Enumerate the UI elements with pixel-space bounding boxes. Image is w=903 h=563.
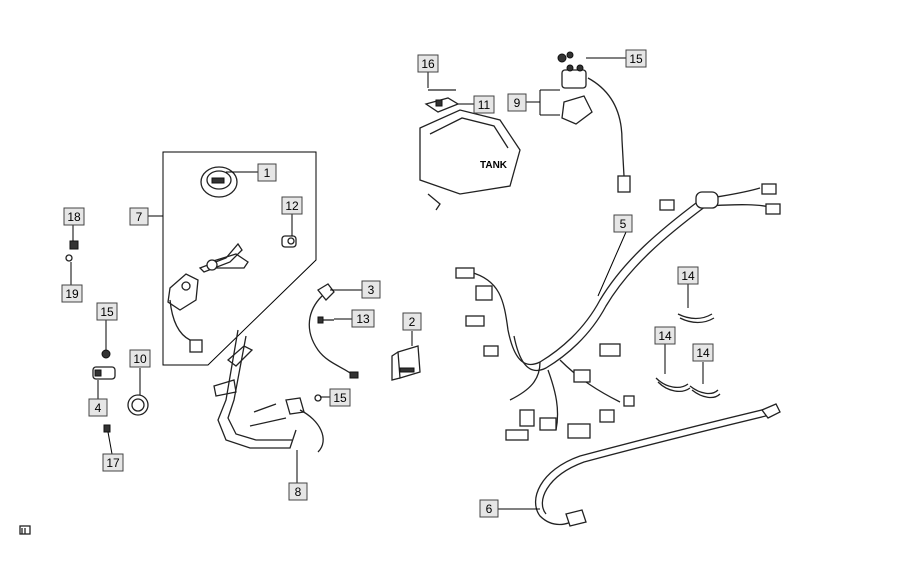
svg-text:15: 15 (333, 391, 347, 405)
part-17-bolt (103, 424, 111, 433)
callout-1: 1 (257, 163, 277, 182)
part-10-horn (127, 394, 149, 416)
part-18-bolt (69, 240, 79, 250)
svg-text:5: 5 (620, 217, 627, 231)
svg-text:19: 19 (65, 287, 79, 301)
callout-11: 11 (473, 95, 495, 114)
svg-text:14: 14 (696, 346, 710, 360)
part-9-starter-relay (561, 64, 631, 193)
callout-18: 18 (63, 207, 85, 226)
callout-5: 5 (613, 214, 633, 233)
callout-15-middle: 15 (329, 388, 351, 407)
callout-13: 13 (351, 309, 375, 328)
part-15-nut-middle (314, 394, 322, 402)
svg-text:7: 7 (136, 210, 143, 224)
part-1-ignition-plate (200, 166, 238, 198)
part-15-nut-left (101, 349, 111, 359)
svg-text:14: 14 (658, 329, 672, 343)
part-6-battery-cable (535, 403, 781, 527)
callout-2: 2 (402, 312, 422, 331)
part-11-sender (424, 97, 460, 113)
callout-19: 19 (61, 284, 83, 303)
ignition-switch (167, 273, 203, 353)
fuel-tank (419, 109, 521, 211)
callout-16: 16 (417, 54, 439, 73)
callout-6: 6 (479, 499, 499, 518)
svg-text:15: 15 (100, 305, 114, 319)
part-14-clamp-lower-left (655, 377, 691, 393)
callout-8: 8 (288, 482, 308, 501)
svg-text:8: 8 (295, 485, 302, 499)
svg-text:1: 1 (264, 166, 271, 180)
part-13-screw (317, 316, 334, 324)
part-2-relay-box (391, 345, 421, 381)
callout-12: 12 (281, 196, 303, 215)
part-8-bracket-harness (213, 329, 324, 453)
svg-text:4: 4 (95, 401, 102, 415)
svg-text:6: 6 (486, 502, 493, 516)
callout-15-top: 15 (625, 49, 647, 68)
svg-text:12: 12 (285, 199, 299, 213)
svg-text:2: 2 (409, 315, 416, 329)
group-7-outline (162, 151, 317, 366)
callout-3: 3 (361, 280, 381, 299)
part-14-clamp-lower-right (689, 385, 721, 399)
leader-lines (70, 57, 704, 510)
part-15-nut-top (557, 51, 574, 63)
part-5-main-harness (455, 183, 781, 441)
svg-text:14: 14 (681, 269, 695, 283)
svg-text:16: 16 (421, 57, 435, 71)
tank-label: TANK (480, 160, 508, 171)
part-4-connector (92, 366, 116, 380)
callout-7: 7 (129, 207, 149, 226)
corner-mark (19, 525, 31, 535)
svg-text:13: 13 (356, 312, 370, 326)
part-12-lock-cylinder (281, 235, 297, 248)
callout-9: 9 (507, 93, 527, 112)
part-19-nut (65, 254, 73, 262)
callout-14-upper: 14 (677, 266, 699, 285)
part-14-clamp-upper (677, 313, 715, 324)
keys (198, 242, 249, 273)
svg-text:3: 3 (368, 283, 375, 297)
callout-14-lower-left: 14 (654, 326, 676, 345)
svg-text:9: 9 (514, 96, 521, 110)
callout-14-lower-right: 14 (692, 343, 714, 362)
callout-10: 10 (129, 349, 151, 368)
callout-17: 17 (102, 453, 124, 472)
svg-text:17: 17 (106, 456, 120, 470)
callout-15-left: 15 (96, 302, 118, 321)
part-3-sensor (308, 283, 359, 379)
callout-4: 4 (88, 398, 108, 417)
svg-text:11: 11 (478, 98, 491, 112)
svg-text:15: 15 (629, 52, 643, 66)
svg-text:10: 10 (133, 352, 147, 366)
svg-text:18: 18 (67, 210, 81, 224)
